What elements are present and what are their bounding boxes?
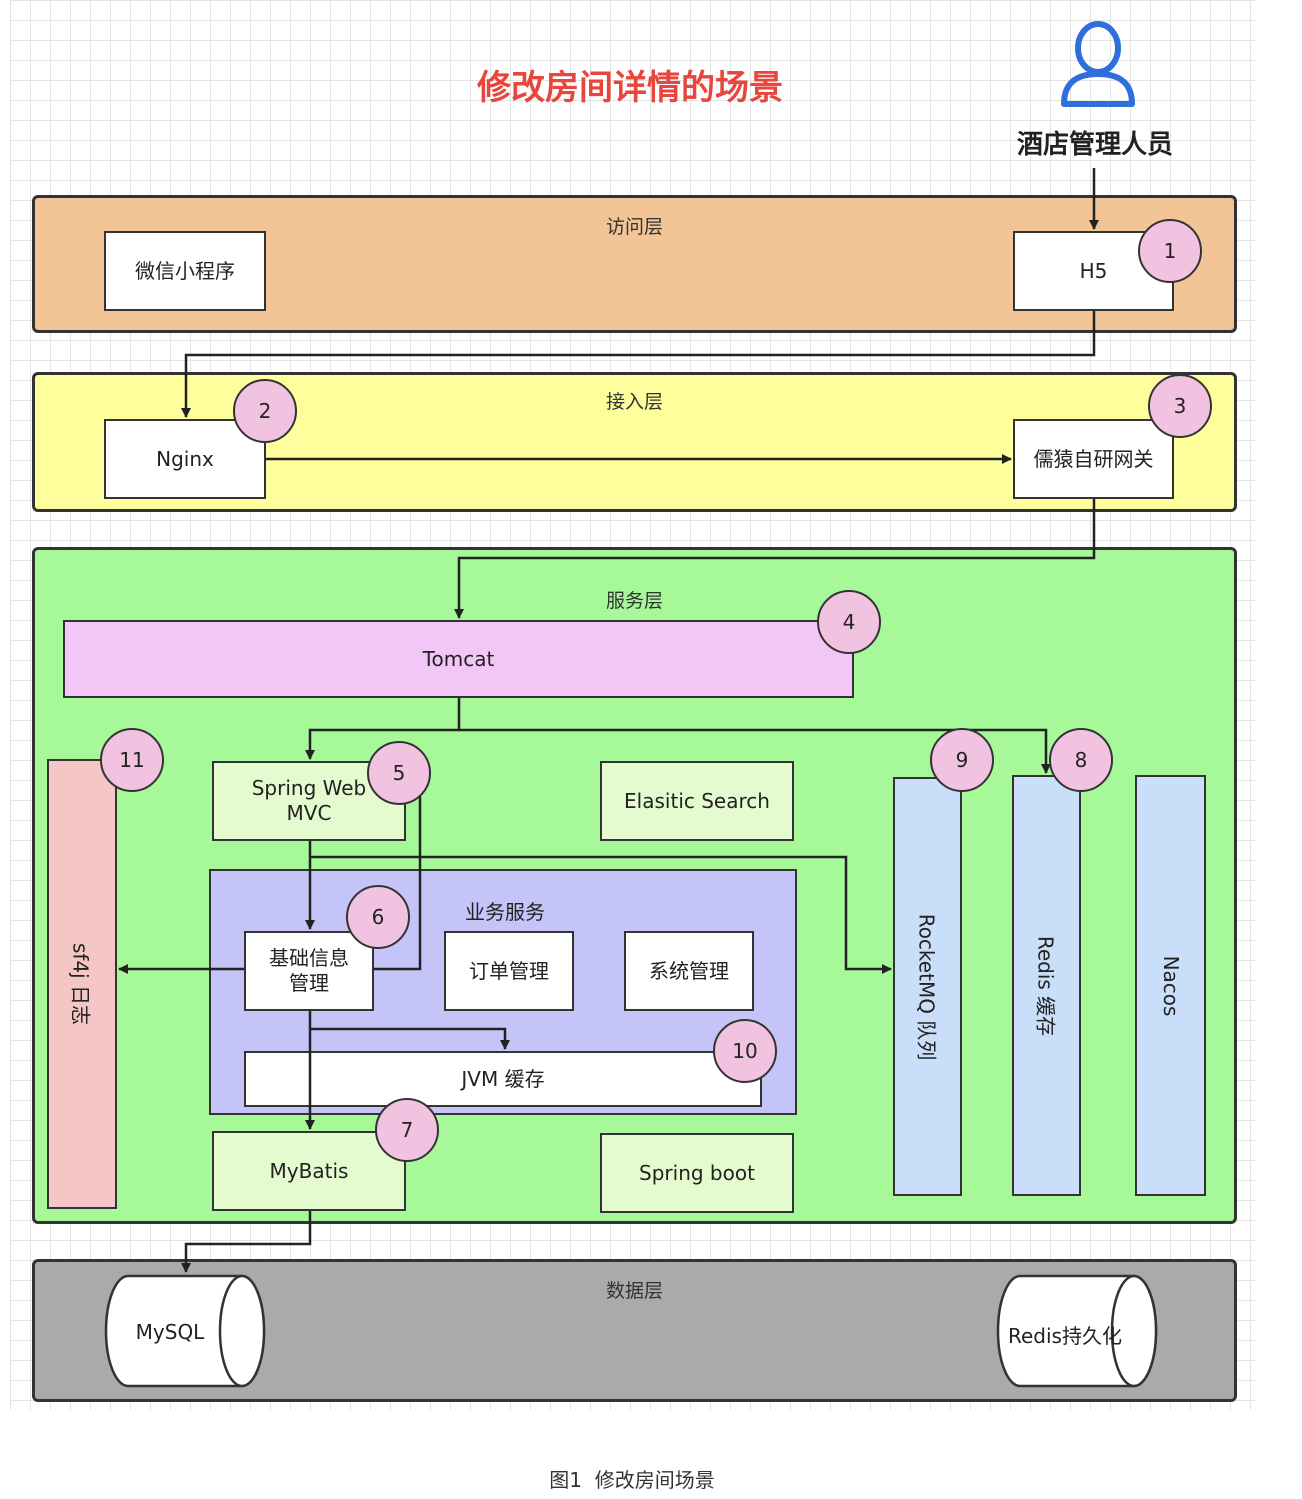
jvm-cache-node: JVM 缓存 (244, 1051, 762, 1107)
tomcat-node: Tomcat (63, 620, 854, 698)
step-badge-6: 6 (346, 885, 410, 949)
business-services-title: 业务服务 (465, 900, 545, 924)
redis-persistence-label: Redis持久化 (1008, 1324, 1122, 1348)
step-badge-10: 10 (713, 1019, 777, 1083)
step-badge-3: 3 (1148, 374, 1212, 438)
figure-caption: 图1 修改房间场景 (549, 1468, 715, 1492)
diagram-title: 修改房间详情的场景 (477, 68, 783, 108)
step-badge-5: 5 (367, 741, 431, 805)
redis-cache-node: Redis 缓存 (1012, 775, 1081, 1196)
spring-web-mvc-node: Spring Web MVC (212, 761, 406, 841)
spring-boot-node: Spring boot (600, 1133, 794, 1213)
slf4j-log-node: sf4j 日志 (47, 759, 117, 1209)
service-layer-title: 服务层 (605, 590, 663, 612)
mysql-label: MySQL (135, 1320, 205, 1344)
nacos-node: Nacos (1135, 775, 1206, 1196)
user-icon (1058, 18, 1138, 110)
ingress-layer-title: 接入层 (605, 391, 663, 413)
actor-label: 酒店管理人员 (1016, 130, 1173, 160)
system-management-node: 系统管理 (624, 931, 754, 1011)
basic-info-management-node: 基础信息管理 (244, 931, 374, 1011)
step-badge-1: 1 (1138, 219, 1202, 283)
access-layer-title: 访问层 (605, 216, 663, 238)
order-management-node: 订单管理 (444, 931, 574, 1011)
wechat-miniprogram-node: 微信小程序 (104, 231, 266, 311)
step-badge-8: 8 (1049, 728, 1113, 792)
mybatis-node: MyBatis (212, 1131, 406, 1211)
gateway-node: 儒猿自研网关 (1013, 419, 1174, 499)
step-badge-11: 11 (100, 728, 164, 792)
mysql-database-icon (104, 1274, 266, 1388)
elasticsearch-node: Elasitic Search (600, 761, 794, 841)
data-layer-title: 数据层 (605, 1280, 663, 1302)
step-badge-7: 7 (375, 1098, 439, 1162)
rocketmq-queue-node: RocketMQ 队列 (893, 777, 962, 1196)
step-badge-2: 2 (233, 379, 297, 443)
step-badge-9: 9 (930, 728, 994, 792)
redis-persistence-icon (996, 1274, 1158, 1388)
nginx-node: Nginx (104, 419, 266, 499)
step-badge-4: 4 (817, 590, 881, 654)
